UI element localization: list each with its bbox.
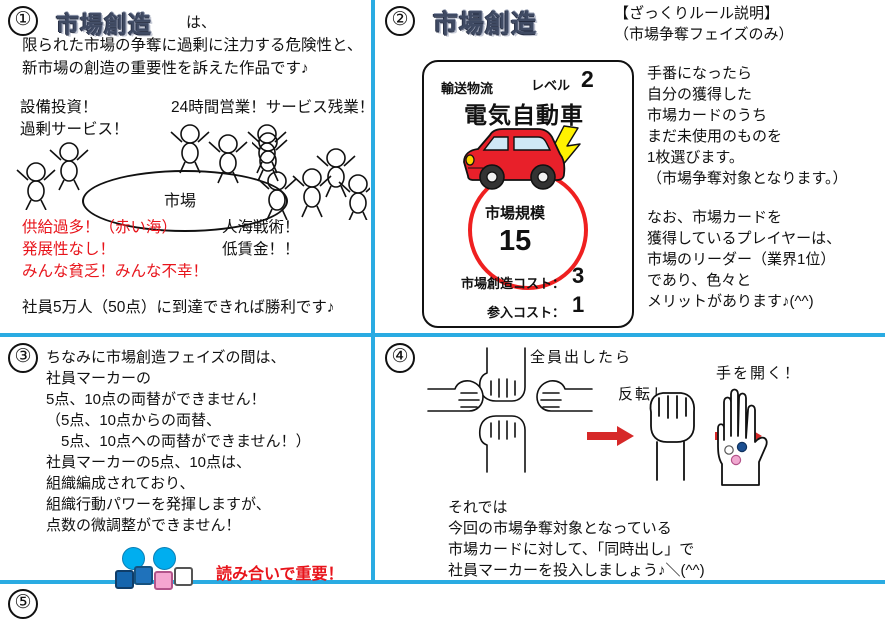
- divider-horizontal-bottom: [0, 580, 885, 584]
- card-create-cost-value: 3: [572, 263, 585, 288]
- employee-marker-circle-2: [153, 547, 176, 570]
- card-scale-label: 市場規模: [485, 205, 546, 222]
- panel-1-right-label: 24時間営業！サービス残業！: [171, 99, 375, 116]
- panel-2-body2-line-4: であり、色々と: [647, 272, 752, 289]
- panel-3: ③ ちなみに市場創造フェイズの間は、 社員マーカーの 5点、10点の両替ができま…: [0, 337, 371, 590]
- stick-figure-group-right: [252, 132, 370, 220]
- panel-2-number: ②: [385, 6, 415, 36]
- panel-4-caption-all-out: 全員出したら: [530, 349, 633, 366]
- panel-1-right-black-line-2: 低賃金！！: [222, 241, 300, 258]
- market-card[interactable]: 輸送物流 レベル 2 電気自動車: [422, 60, 634, 328]
- arrow-right-icon-1: [587, 426, 634, 446]
- panel-3-line-6: 社員マーカーの5点、10点は、: [46, 454, 252, 471]
- closed-fist-illustration: [649, 392, 696, 481]
- electric-car-illustration: [463, 125, 581, 190]
- panel-1-logo: 市場創造: [56, 12, 152, 38]
- panel-4-line-4: 社員マーカーを投入しましょう♪＼(^^): [448, 562, 705, 579]
- card-create-cost-label: 市場創造コスト：: [461, 276, 566, 291]
- open-hand-illustration: [717, 388, 768, 486]
- employee-marker-circle-1: [122, 547, 145, 570]
- panel-2-body1-line-6: （市場争奪対象となります。）: [647, 170, 848, 187]
- panel-3-number: ③: [8, 343, 38, 373]
- panel-2-body2-line-1: なお、市場カードを: [647, 209, 783, 226]
- divider-vertical-bottom: [371, 337, 375, 581]
- card-scale-value: 15: [499, 225, 532, 257]
- panel-3-line-5: 5点、10点への両替ができません！）: [46, 433, 311, 450]
- panel-1-left-label-2: 過剰サービス！: [20, 121, 129, 138]
- panel-1-red-line-1: 供給過多！（赤い海）: [22, 219, 178, 236]
- panel-2-body1-line-2: 自分の獲得した: [647, 86, 753, 103]
- employee-marker-square-3: [154, 571, 173, 590]
- employee-marker-square-4: [174, 567, 193, 586]
- card-entry-cost-label: 参入コスト：: [487, 305, 566, 320]
- stick-figure-group-left: [16, 142, 89, 210]
- employee-marker-square-2: [134, 566, 153, 585]
- panel-2-body1-line-5: 1枚選びます。: [647, 149, 744, 166]
- card-level-label: レベル: [531, 78, 571, 93]
- card-category: 輸送物流: [441, 81, 494, 96]
- panel-4-line-3: 市場カードに対して、「同時出し」で: [448, 541, 695, 558]
- panel-1-intro-line-1: 限られた市場の争奪に過剰に注力する危険性と、: [22, 37, 363, 54]
- panel-1-right-black-line-1: 人海戦術！: [222, 219, 300, 236]
- panel-1-red-line-2: 発展性なし！: [22, 241, 116, 258]
- panel-2-body2-line-5: メリットがあります♪(^^): [647, 293, 814, 310]
- panel-1-victory-line: 社員5万人（50点）に到達できれば勝利です♪: [22, 299, 335, 316]
- panel-3-line-9: 点数の微調整ができません！: [46, 517, 241, 534]
- panel-1-logo-suffix: は、: [186, 14, 217, 31]
- panel-2-body1-line-1: 手番になったら: [647, 65, 753, 82]
- market-oval-label: 市場: [164, 193, 197, 210]
- panel-2: ② 市場創造 【ざっくりルール説明】 （市場争奪フェイズのみ） 輸送物流 レベル…: [375, 0, 885, 333]
- panel-2-body2-line-3: 市場のリーダー（業界1位）: [647, 251, 836, 268]
- employee-marker-square-1: [115, 570, 134, 589]
- panel-1: ① 市場創造 は、 限られた市場の争奪に過剰に注力する危険性と、 新市場の創造の…: [0, 0, 375, 333]
- panel-4: ④ 全員出したら 反転し…: [375, 337, 885, 580]
- panel-1-number: ①: [8, 6, 38, 36]
- card-name: 電気自動車: [464, 102, 584, 128]
- panel-1-intro-line-2: 新市場の創造の重要性を訴えた作品です♪: [22, 60, 309, 77]
- panel-5-number: ⑤: [8, 589, 38, 619]
- panel-2-body1-line-4: まだ未使用のものを: [647, 128, 783, 145]
- panel-3-line-4: （5点、10点からの両替、: [46, 412, 222, 429]
- panel-4-line-1: それでは: [448, 499, 508, 516]
- panel-4-line-2: 今回の市場争奪対象となっている: [448, 520, 672, 537]
- card-level-value: 2: [581, 66, 594, 92]
- panel-3-line-3: 5点、10点の両替ができません！: [46, 391, 266, 408]
- panel-3-note: 読み合いで重要！: [216, 566, 344, 583]
- divider-horizontal-middle: [0, 333, 885, 337]
- four-fists-illustration: [427, 347, 593, 473]
- panel-2-body2-line-2: 獲得しているプレイヤーは、: [647, 230, 842, 247]
- panel-2-heading-line-1: 【ざっくりルール説明】: [614, 5, 780, 22]
- panel-1-red-line-3: みんな貧乏！みんな不幸！: [22, 263, 209, 280]
- panel-4-caption-open: 手を開く！: [716, 365, 802, 382]
- panel-2-logo: 市場創造: [433, 9, 538, 38]
- market-oval: [82, 170, 288, 232]
- panel-3-line-8: 組織行動パワーを発揮しますが、: [46, 496, 271, 513]
- panel-3-line-7: 組織編成されており、: [46, 475, 195, 492]
- card-entry-cost-value: 1: [572, 292, 585, 317]
- panel-4-number: ④: [385, 343, 415, 373]
- panel-3-line-2: 社員マーカーの: [46, 370, 152, 387]
- divider-vertical-top: [371, 0, 375, 335]
- panel-1-left-label-1: 設備投資！: [20, 99, 98, 116]
- panel-2-body1-line-3: 市場カードのうち: [647, 107, 768, 124]
- panel-2-heading-line-2: （市場争奪フェイズのみ）: [614, 26, 794, 43]
- panel-3-line-1: ちなみに市場創造フェイズの間は、: [46, 349, 286, 366]
